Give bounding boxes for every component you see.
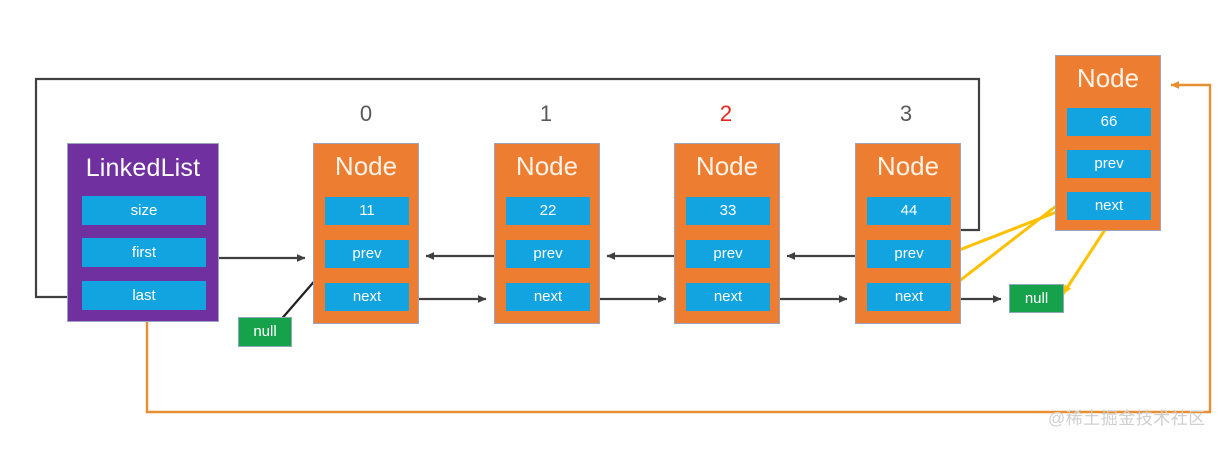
node-title: Node	[334, 151, 398, 181]
node-next-field[interactable]: next	[506, 283, 590, 311]
node-value-field[interactable]: 44	[867, 197, 951, 225]
linkedlist-field-size[interactable]: size	[82, 196, 206, 225]
node-value-field[interactable]: 22	[506, 197, 590, 225]
index-label-3: 3	[899, 101, 913, 126]
wire-newnode-prev-to-node3	[948, 204, 1073, 256]
index-label-0: 0	[359, 101, 373, 126]
node-next-field[interactable]: next	[1067, 192, 1151, 220]
node-box-1[interactable]: Node 22 prev next	[494, 143, 600, 324]
watermark-text: @稀土掘金技术社区	[1048, 409, 1206, 428]
node-title: Node	[695, 151, 759, 181]
linkedlist-box[interactable]: LinkedList size first last	[67, 143, 219, 322]
node-prev-field[interactable]: prev	[506, 240, 590, 268]
node-value-field[interactable]: 66	[1067, 108, 1151, 136]
node-box-0[interactable]: Node 11 prev next	[313, 143, 419, 324]
node-prev-field[interactable]: prev	[686, 240, 770, 268]
wire-newnode-next-to-null	[1061, 221, 1112, 295]
linkedlist-title: LinkedList	[85, 154, 201, 182]
node-prev-field[interactable]: prev	[325, 240, 409, 268]
null-box-tail: null	[1009, 284, 1064, 313]
node-prev-field[interactable]: prev	[867, 240, 951, 268]
linkedlist-field-last[interactable]: last	[82, 281, 206, 310]
node-box-3[interactable]: Node 44 prev next	[855, 143, 961, 324]
node-title: Node	[515, 151, 579, 181]
node-prev-field[interactable]: prev	[1067, 150, 1151, 178]
node-title: Node	[876, 151, 940, 181]
node-box-new[interactable]: Node 66 prev next	[1055, 55, 1161, 231]
node-title: Node	[1076, 63, 1140, 93]
index-label-1: 1	[539, 101, 553, 126]
node-next-field[interactable]: next	[867, 283, 951, 311]
node-next-field[interactable]: next	[325, 283, 409, 311]
null-box-head: null	[238, 317, 292, 347]
index-label-2: 2	[719, 101, 733, 126]
node-box-2[interactable]: Node 33 prev next	[674, 143, 780, 324]
linkedlist-field-first[interactable]: first	[82, 238, 206, 267]
node-value-field[interactable]: 11	[325, 197, 409, 225]
node-value-field[interactable]: 33	[686, 197, 770, 225]
node-next-field[interactable]: next	[686, 283, 770, 311]
